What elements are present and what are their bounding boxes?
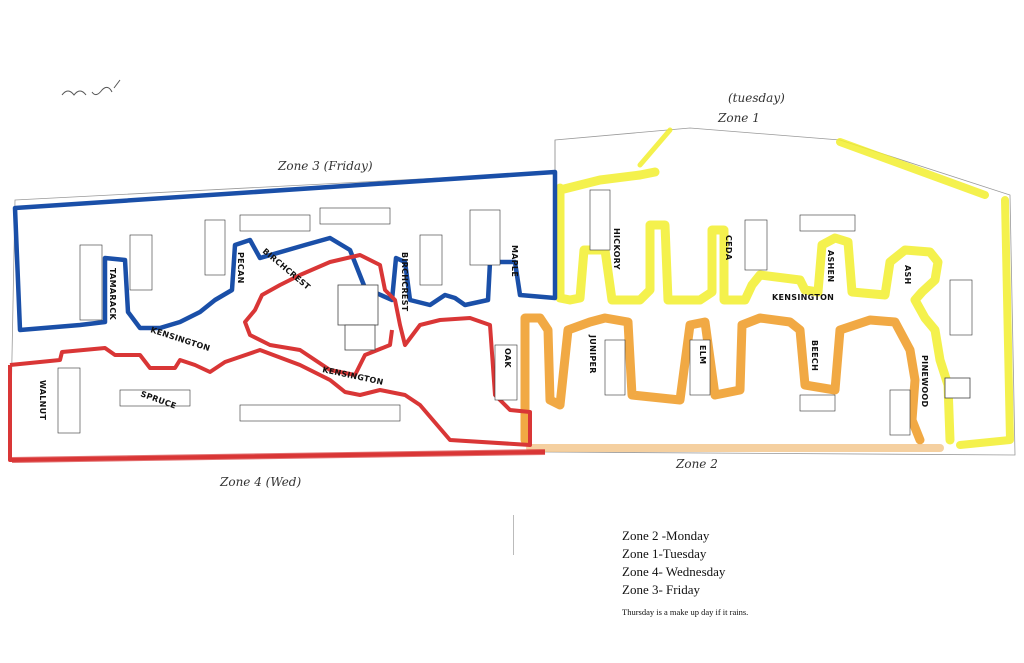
street-label-juniper: JUNIPER [588,334,597,374]
zone2-area [520,313,944,452]
lot-blocks [57,189,973,436]
lot-block-birchcrest [419,234,443,286]
lot-block-south [239,404,401,422]
street-label-kensington-3: KENSINGTON [772,293,834,302]
zone-labels: (tuesday) Zone 1 Zone 2 Zone 3 (Friday) … [219,91,785,489]
zone4-label: Zone 4 (Wed) [219,475,301,489]
legend-line-zone3: Zone 3- Friday [622,582,700,597]
lot-block-tamarack-2 [129,234,153,291]
street-label-pinewood: PINEWOOD [920,355,929,408]
zone1-northwest-edge [637,127,673,168]
zone4-south-edge [11,449,546,463]
lot-block-walnut [57,367,81,434]
zone2-boundary [520,313,925,445]
lot-block-north-1 [239,214,311,232]
lot-block-east [949,279,973,336]
zone1-label: Zone 1 [717,111,760,125]
lot-block-beech [799,394,836,412]
street-label-hickory: HICKORY [612,228,621,270]
lot-block-pecan [204,219,226,276]
zone2-label: Zone 2 [675,457,718,471]
zone1-note: (tuesday) [728,91,785,105]
fold-line [513,515,514,555]
street-label-ash: ASH [903,265,912,285]
handwritten-initials [61,79,121,96]
street-label-pecan: PECAN [236,252,245,284]
street-label-tamarack: TAMARACK [108,268,117,321]
lot-block-oak [494,344,518,401]
lot-block-maple [469,209,501,266]
zone3-label: Zone 3 (Friday) [277,159,373,173]
lot-block-ashen [799,214,856,232]
lot-block-juniper [604,339,626,396]
zone1-boundary [555,167,955,445]
zone1-area [555,127,1014,449]
legend-line-zone1: Zone 1-Tuesday [622,546,707,561]
pickup-schedule-legend: Zone 2 -Monday Zone 1-Tuesday Zone 4- We… [622,527,862,617]
legend-rain-note: Thursday is a make up day if it rains. [622,607,749,617]
street-label-birchcrest-2: BIRCHCREST [400,252,409,312]
street-label-ashen: ASHEN [826,250,835,282]
lot-block-elm [689,339,711,396]
lot-block-spruce [119,389,191,407]
lot-block-north-2 [319,207,391,225]
zone1-east-edge [836,138,1014,449]
ash-building [944,377,971,399]
community-building-annex [344,324,376,351]
street-label-beech: BEECH [810,340,819,371]
lot-block-tamarack [79,244,103,321]
street-label-elm: ELM [698,345,707,364]
community-building [337,284,379,326]
legend-line-zone4: Zone 4- Wednesday [622,564,726,579]
street-label-oak: OAK [503,348,512,368]
central-buildings [337,284,971,399]
street-label-maple: MAPLE [510,245,519,277]
lot-block-ceda [744,219,768,271]
lot-block-hickory [589,189,611,251]
lot-block-pinewood [889,389,911,436]
street-label-kensington-2: KENSINGTON [322,365,385,387]
street-label-walnut: WALNUT [38,380,47,420]
street-label-ceda: CEDA [724,235,733,261]
street-label-birchcrest-1: BIRCHCREST [261,247,313,292]
zone3-boundary [12,169,558,333]
street-label-kensington-1: KENSINGTON [149,325,211,353]
legend-line-zone2: Zone 2 -Monday [622,528,710,543]
